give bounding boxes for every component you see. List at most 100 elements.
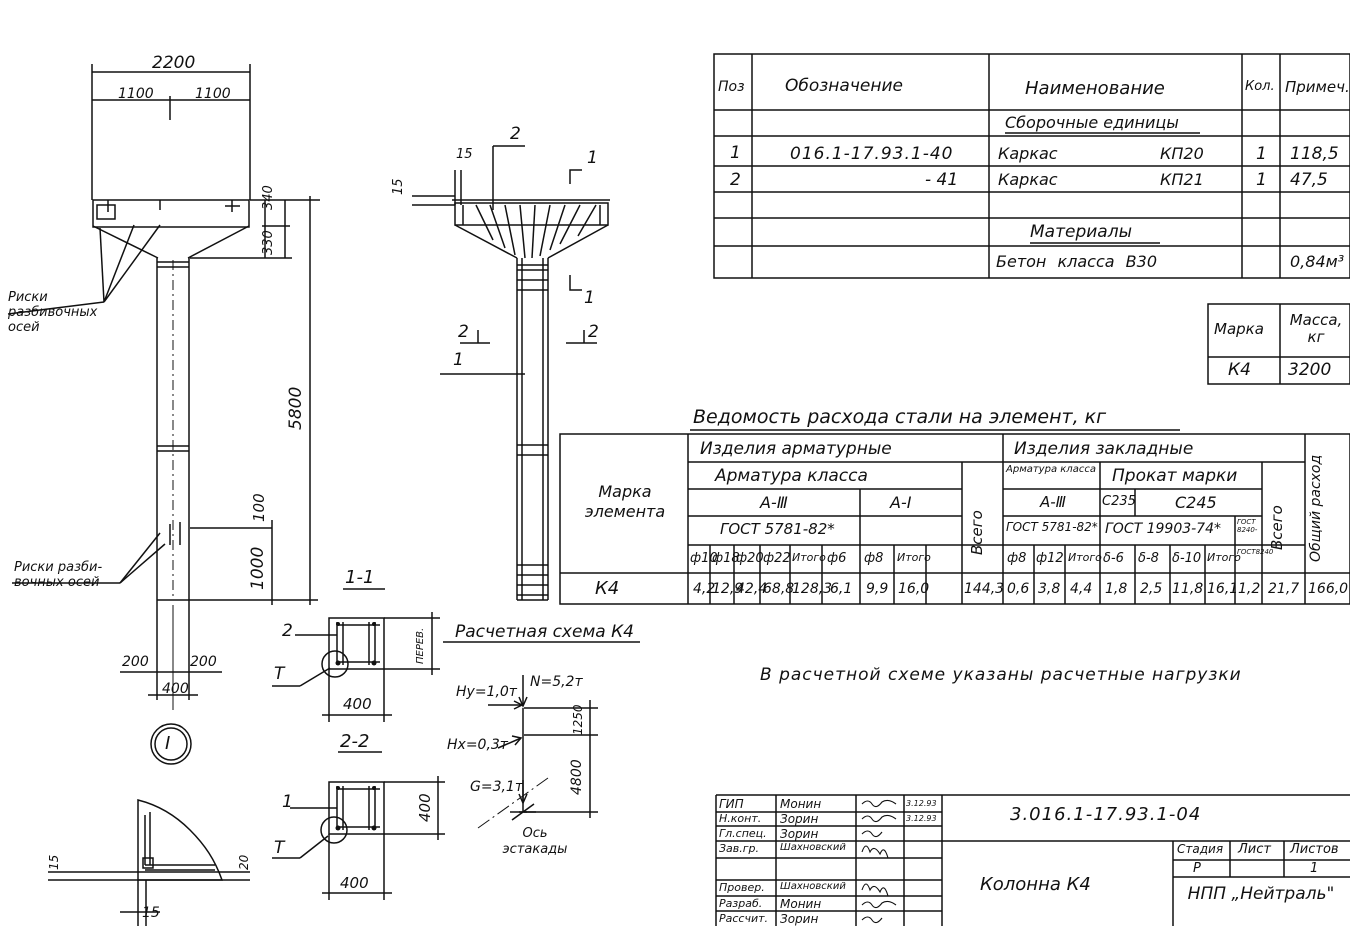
steel-col-emb-f12: ф12: [1036, 551, 1064, 566]
steel-col-itogo3: Итого: [1068, 551, 1102, 564]
spec-row1-designation: 016.1-17.93.1-40: [790, 144, 954, 164]
dim-1250: 1250: [571, 704, 585, 735]
sec1-perev: ПЕРЕВ.: [415, 627, 426, 664]
node-mark: I: [165, 733, 171, 754]
steel-val-14: 11,8: [1172, 581, 1204, 597]
steel-gost-small: ГОСТ 8240-: [1237, 518, 1258, 534]
steel-val-17: 21,7: [1268, 581, 1300, 597]
section-1-1-title: 1-1: [345, 567, 375, 588]
mass-value: 3200: [1288, 360, 1332, 380]
pos-2-label: 2: [510, 124, 521, 144]
tb-date-1: 3.12.93: [906, 814, 937, 823]
steel-val-6: 9,9: [866, 581, 889, 597]
label-risks-top: Риски разбивочных осей: [8, 290, 98, 335]
steel-val-11: 4,4: [1070, 581, 1093, 597]
spec-material-name: Бетон класса В30: [996, 252, 1157, 271]
detail-15b: 15: [142, 905, 160, 921]
steel-col-f10: ф10: [690, 551, 718, 566]
tb-name-2: Зорин: [780, 827, 819, 841]
scheme-title: Расчетная схема К4: [455, 622, 634, 642]
section-mark-2-left: 2: [458, 322, 469, 342]
steel-val-12: 1,8: [1105, 581, 1128, 597]
title-stage-header: Стадия: [1177, 842, 1224, 856]
spec-row1-mark: КП20: [1160, 144, 1204, 163]
dim-330: 330: [261, 230, 276, 255]
load-hx: Hx=0,3т: [447, 737, 508, 753]
load-hy: Hy=1,0т: [456, 684, 517, 700]
tb-date-0: 3.12.93: [906, 799, 937, 808]
steel-col-f22: ф22: [763, 551, 791, 566]
spec-row1-pos: 1: [730, 143, 741, 163]
tb-name-6: Монин: [780, 897, 822, 911]
tb-name-1: Зорин: [780, 812, 819, 826]
detail-20: 20: [237, 854, 251, 870]
dim-15-cage: 15: [391, 178, 406, 195]
tb-name-5: Шахновский: [780, 881, 846, 892]
tb-name-3: Шахновский: [780, 842, 846, 853]
dim-5800: 5800: [286, 386, 306, 430]
steel-col-d6: δ-6: [1103, 551, 1124, 566]
steel-gost19903: ГОСТ 19903-74*: [1105, 521, 1221, 537]
tb-role-7: Рассчит.: [719, 912, 769, 925]
spec-row2-qty: 1: [1256, 170, 1267, 190]
title-name: Колонна К4: [980, 874, 1091, 895]
steel-profile-header: Прокат марки: [1112, 466, 1238, 486]
steel-row-mark: К4: [595, 578, 620, 599]
section-mark-1-bottom: 1: [584, 288, 595, 308]
tb-role-2: Гл.спец.: [719, 827, 767, 840]
spec-material-note: 0,84м³: [1290, 252, 1345, 271]
spec-row2-mark: КП21: [1160, 170, 1204, 189]
tb-name-7: Зорин: [780, 912, 819, 926]
tb-role-3: Зав.гр.: [719, 842, 760, 855]
steel-col-gost8240: ГОСТ8240: [1237, 548, 1274, 556]
dim-200-right: 200: [190, 654, 217, 670]
title-org: НПП „Нейтраль": [1187, 884, 1335, 904]
dim-1100-right: 1100: [195, 86, 231, 102]
spec-row2-designation: - 41: [925, 170, 959, 190]
sec2-T: Т: [274, 838, 285, 858]
steel-val-4: 128,3: [792, 581, 833, 597]
steel-col-itogo2: Итого: [897, 551, 931, 564]
spec-row2-pos: 2: [730, 170, 741, 190]
spec-header-name: Наименование: [1025, 78, 1165, 99]
steel-val-2: 42,4: [736, 581, 768, 597]
steel-val-0: 4,2: [693, 581, 716, 597]
spec-row2-note: 47,5: [1290, 170, 1328, 190]
steel-val-9: 0,6: [1007, 581, 1030, 597]
dim-1100-left: 1100: [118, 86, 154, 102]
spec-header-pos: Поз: [718, 79, 745, 95]
steel-gost5781: ГОСТ 5781-82*: [720, 520, 835, 538]
steel-col-f20: ф20: [736, 551, 764, 566]
dim-340: 340: [261, 185, 276, 210]
steel-col-emb-f8: ф8: [1007, 551, 1027, 566]
dim-400-base: 400: [162, 681, 189, 697]
steel-c245: С245: [1175, 493, 1217, 512]
spec-row2-name: Каркас: [998, 170, 1058, 189]
steel-col-itogo1: Итого: [792, 551, 826, 564]
steel-val-10: 3,8: [1038, 581, 1061, 597]
pos-1-label: 1: [453, 350, 464, 370]
spec-row1-name: Каркас: [998, 144, 1058, 163]
steel-rebar-header: Изделия арматурные: [700, 439, 892, 459]
sec1-T: Т: [274, 664, 285, 684]
load-n: N=5,2т: [530, 674, 583, 690]
dim-1000: 1000: [248, 546, 268, 590]
spec-header-designation: Обозначение: [785, 76, 903, 96]
steel-c235: С235: [1102, 494, 1136, 509]
steel-total-rebar: Всего: [968, 510, 986, 555]
tb-role-0: ГИП: [719, 797, 744, 811]
steel-a3: А-Ⅲ: [760, 493, 788, 512]
dim-100: 100: [250, 493, 268, 522]
spec-row1-qty: 1: [1256, 144, 1267, 164]
steel-val-3: 68,8: [763, 581, 795, 597]
load-g: G=3,1т: [470, 779, 523, 795]
steel-element-mark-header: Марка элемента: [584, 482, 666, 521]
sec2-400-vert: 400: [416, 793, 434, 822]
spec-materials-header: Материалы: [1030, 222, 1132, 242]
title-stage: Р: [1193, 861, 1201, 876]
dim-2200: 2200: [152, 53, 196, 73]
steel-val-16: 1,2: [1238, 581, 1261, 597]
steel-col-f6: ф6: [827, 551, 847, 566]
